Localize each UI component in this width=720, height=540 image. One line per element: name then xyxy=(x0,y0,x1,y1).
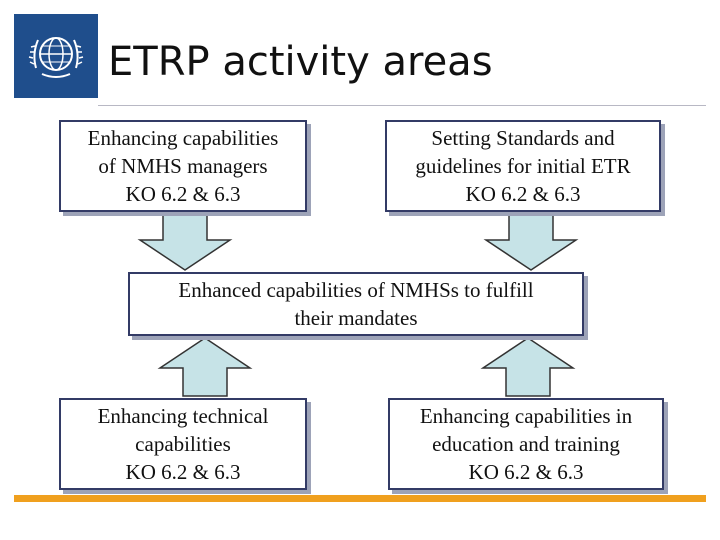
box-education-training: Enhancing capabilities in education and … xyxy=(388,398,664,490)
box-enhanced-capabilities: Enhanced capabilities of NMHSs to fulfil… xyxy=(128,272,584,336)
box-line: Enhancing capabilities xyxy=(87,126,279,150)
title-divider xyxy=(98,105,706,106)
box-line: of NMHS managers xyxy=(98,154,268,178)
box-line: education and training xyxy=(432,432,620,456)
box-line: their mandates xyxy=(294,306,418,330)
box-nmhs-managers: Enhancing capabilities of NMHS managers … xyxy=(59,120,307,212)
box-standards-guidelines: Setting Standards and guidelines for ini… xyxy=(385,120,661,212)
box-line: KO 6.2 & 6.3 xyxy=(465,182,581,206)
box-technical-capabilities: Enhancing technical capabilities KO 6.2 … xyxy=(59,398,307,490)
box-line: guidelines for initial ETR xyxy=(415,154,631,178)
box-line: KO 6.2 & 6.3 xyxy=(468,460,584,484)
box-line: Enhancing technical xyxy=(97,404,269,428)
wmo-emblem-icon xyxy=(28,37,84,78)
box-line: Enhanced capabilities of NMHSs to fulfil… xyxy=(178,278,534,302)
box-line: Enhancing capabilities in xyxy=(419,404,633,428)
box-line: Setting Standards and xyxy=(431,126,615,150)
arrow-up-right xyxy=(480,337,576,397)
wmo-logo xyxy=(14,14,98,98)
box-line: capabilities xyxy=(135,432,231,456)
slide-title: ETRP activity areas xyxy=(108,39,493,85)
footer-bar xyxy=(14,495,706,502)
box-line: KO 6.2 & 6.3 xyxy=(125,460,241,484)
arrow-down-right xyxy=(483,214,579,271)
box-line: KO 6.2 & 6.3 xyxy=(125,182,241,206)
arrow-up-left xyxy=(157,337,253,397)
arrow-down-left xyxy=(137,214,233,271)
